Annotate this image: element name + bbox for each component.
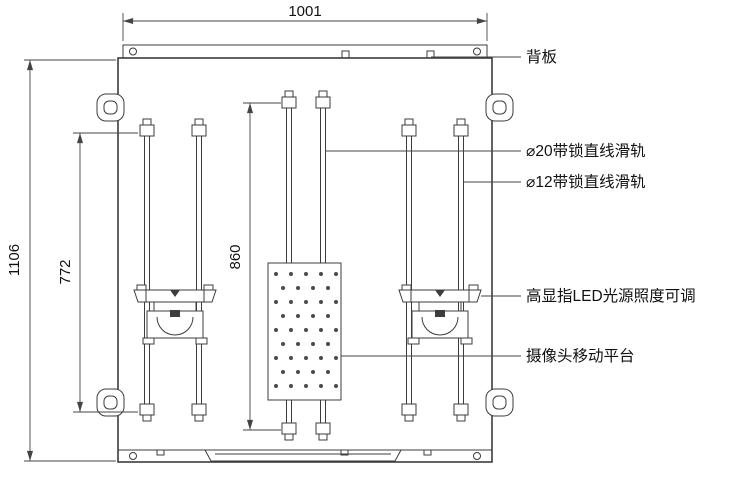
rail-clamp [281, 422, 297, 435]
rail-clamp [453, 403, 469, 416]
panel-top-band [122, 44, 488, 59]
led-bracket-arc [421, 316, 459, 336]
rail-clamp [191, 403, 207, 416]
dim-overall-height-value: 1106 [6, 244, 23, 276]
rail-clamp [191, 124, 207, 137]
led-pivot [170, 310, 180, 317]
screw-hole [129, 47, 137, 56]
dim-center-rail-span-value: 860 [227, 244, 244, 269]
callout-rail-d12: ⌀12带锁直线滑轨 [463, 173, 646, 191]
back-panel-outline [117, 44, 493, 463]
bottom-clip [423, 449, 432, 456]
callout-led-light-label: 高显指LED光源照度可调 [526, 287, 696, 305]
rail-rod [196, 129, 202, 413]
mounting-hole-grid [270, 267, 339, 396]
rail-clamp [315, 422, 331, 435]
bottom-clip [156, 449, 165, 456]
rail-cap [404, 118, 414, 126]
band-clip [341, 50, 350, 59]
band-clip [426, 50, 435, 59]
callout-rail-d20-label: ⌀20带锁直线滑轨 [526, 142, 646, 160]
led-clip [136, 284, 147, 291]
rail-rod [144, 129, 150, 413]
led-foot [407, 337, 420, 345]
callout-rail-d20: ⌀20带锁直线滑轨 [325, 142, 646, 160]
dimension-center-rail-span: 860 [227, 102, 281, 431]
led-fixture-left [133, 284, 217, 345]
rail-group-left [139, 118, 207, 422]
callout-rail-d12-label: ⌀12带锁直线滑轨 [526, 173, 646, 191]
led-center-mark [435, 290, 445, 297]
rail-group-right [401, 118, 469, 422]
led-clip [468, 284, 479, 291]
rail-clamp [401, 124, 417, 137]
rail-cap [456, 414, 466, 422]
led-foot [142, 337, 155, 345]
dimension-side-rail-span: 772 [57, 132, 138, 413]
rail-clamp [401, 403, 417, 416]
callout-back-panel: 背板 [431, 48, 557, 66]
handle-outer [485, 93, 514, 122]
screw-hole [473, 47, 481, 56]
handle-slot [103, 100, 118, 115]
rail-cap [194, 118, 204, 126]
callout-camera-platform-label: 摄像头移动平台 [526, 347, 635, 365]
rail-cap [318, 433, 328, 441]
dimension-top-width: 1001 [122, 3, 488, 41]
handle-outer [96, 388, 125, 417]
bottom-recess [204, 449, 402, 462]
rail-rod [458, 129, 464, 413]
corner-handle-top-left [96, 93, 125, 122]
handle-slot [103, 395, 118, 410]
dim-side-rail-span-value: 772 [57, 259, 74, 284]
handle-outer [96, 93, 125, 122]
led-fixture-right [398, 284, 482, 345]
screw-hole [129, 452, 137, 460]
led-clip [203, 284, 214, 291]
handle-slot [492, 100, 507, 115]
rail-cap [318, 90, 328, 98]
led-center-mark [170, 290, 180, 297]
rail-clamp [453, 124, 469, 137]
panel-body [117, 57, 493, 463]
rail-cap [284, 90, 294, 98]
dim-top-width-value: 1001 [288, 3, 321, 20]
corner-handle-bottom-left [96, 388, 125, 417]
rail-cap [456, 118, 466, 126]
led-clip [401, 284, 412, 291]
rail-cap [142, 414, 152, 422]
camera-platform [267, 262, 342, 401]
rail-cap [142, 118, 152, 126]
corner-handle-bottom-right [485, 388, 514, 417]
rail-cap [284, 433, 294, 441]
rail-clamp [315, 96, 331, 109]
callout-camera-platform: 摄像头移动平台 [341, 347, 635, 365]
rail-clamp [139, 403, 155, 416]
rail-cap [404, 414, 414, 422]
led-foot [195, 337, 208, 345]
corner-handle-top-right [485, 93, 514, 122]
dimension-overall-height: 1106 [6, 59, 116, 462]
rail-clamp [139, 124, 155, 137]
rail-clamp [281, 96, 297, 109]
screw-hole [473, 452, 481, 460]
led-bracket-arc [156, 316, 194, 336]
handle-outer [485, 388, 514, 417]
bottom-clip [340, 449, 349, 456]
callout-back-panel-label: 背板 [526, 48, 557, 66]
handle-slot [492, 395, 507, 410]
rail-cap [194, 414, 204, 422]
callout-led-light: 高显指LED光源照度可调 [481, 287, 696, 305]
led-foot [460, 337, 473, 345]
rail-rod [406, 129, 412, 413]
led-pivot [435, 310, 445, 317]
